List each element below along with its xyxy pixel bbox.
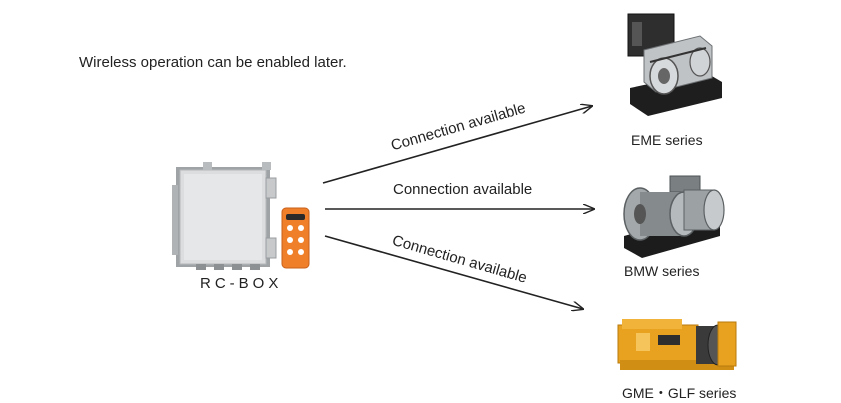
eme-series-label: EME series	[631, 132, 703, 148]
gme-glf-series-label: GME・GLF series	[622, 385, 737, 401]
gme-glf-series-image	[617, 319, 737, 370]
rc-box-label: RC-BOX	[200, 275, 283, 292]
wireless-note: Wireless operation can be enabled later.	[79, 54, 347, 71]
arrow-to-eme	[322, 106, 592, 184]
arrow-to-gme	[324, 235, 583, 309]
bmw-series-label: BMW series	[624, 263, 700, 279]
remote-control-image	[281, 207, 310, 269]
eme-series-image	[627, 13, 722, 116]
bmw-series-image	[623, 175, 725, 258]
connection-label-bmw: Connection available	[393, 181, 533, 198]
rc-box-image	[172, 162, 277, 270]
